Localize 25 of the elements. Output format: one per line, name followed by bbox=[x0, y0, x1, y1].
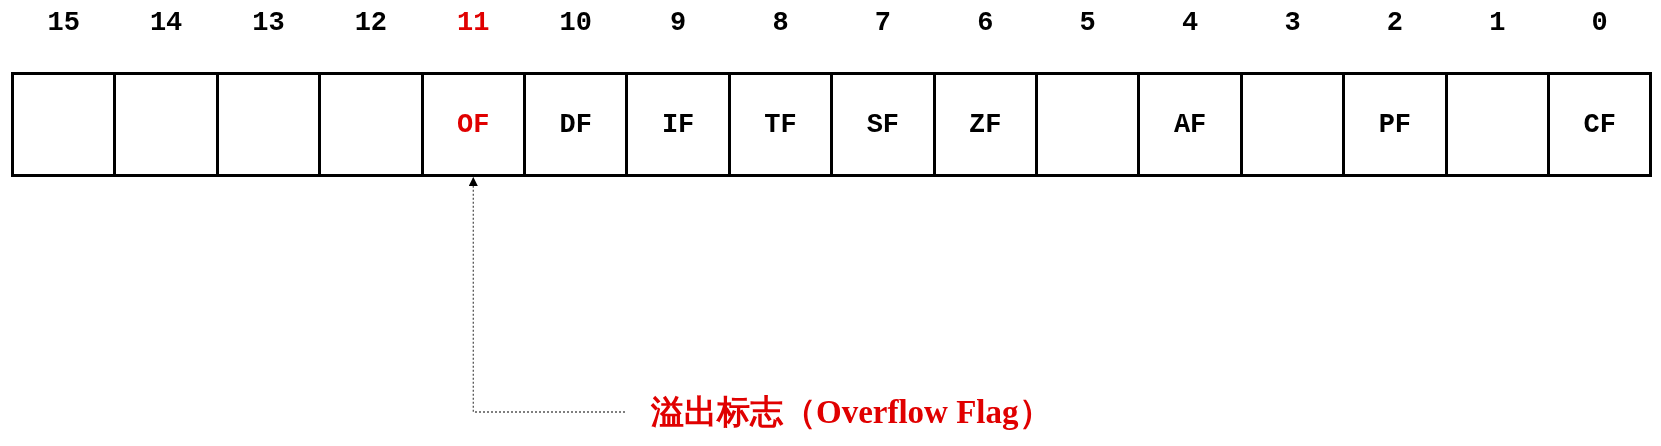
bit-number: 12 bbox=[353, 8, 389, 38]
bit-number: 0 bbox=[1590, 8, 1609, 38]
bit-number: 9 bbox=[669, 8, 688, 38]
bit-number: 6 bbox=[976, 8, 995, 38]
bit-number: 7 bbox=[873, 8, 892, 38]
register-cell: CF bbox=[1547, 72, 1653, 177]
annotation-text: 溢出标志（Overflow Flag） bbox=[651, 392, 1052, 432]
bit-number: 8 bbox=[771, 8, 790, 38]
bit-number: 2 bbox=[1385, 8, 1404, 38]
bit-number: 10 bbox=[558, 8, 593, 38]
leader-line bbox=[468, 176, 626, 413]
bit-number: 1 bbox=[1488, 8, 1507, 38]
register-cell bbox=[318, 72, 424, 177]
register-cell: AF bbox=[1137, 72, 1243, 177]
bit-number: 13 bbox=[251, 8, 286, 38]
bit-number: 5 bbox=[1078, 8, 1097, 38]
bit-number: 15 bbox=[46, 8, 81, 38]
register-cell: IF bbox=[625, 72, 731, 177]
bit-number: 3 bbox=[1283, 8, 1302, 38]
register-cell: SF bbox=[830, 72, 936, 177]
register-cell: PF bbox=[1342, 72, 1448, 177]
bit-number: 14 bbox=[148, 8, 184, 38]
bit-number: 11 bbox=[456, 8, 491, 38]
register-cell bbox=[113, 72, 219, 177]
bit-number: 4 bbox=[1181, 8, 1200, 38]
